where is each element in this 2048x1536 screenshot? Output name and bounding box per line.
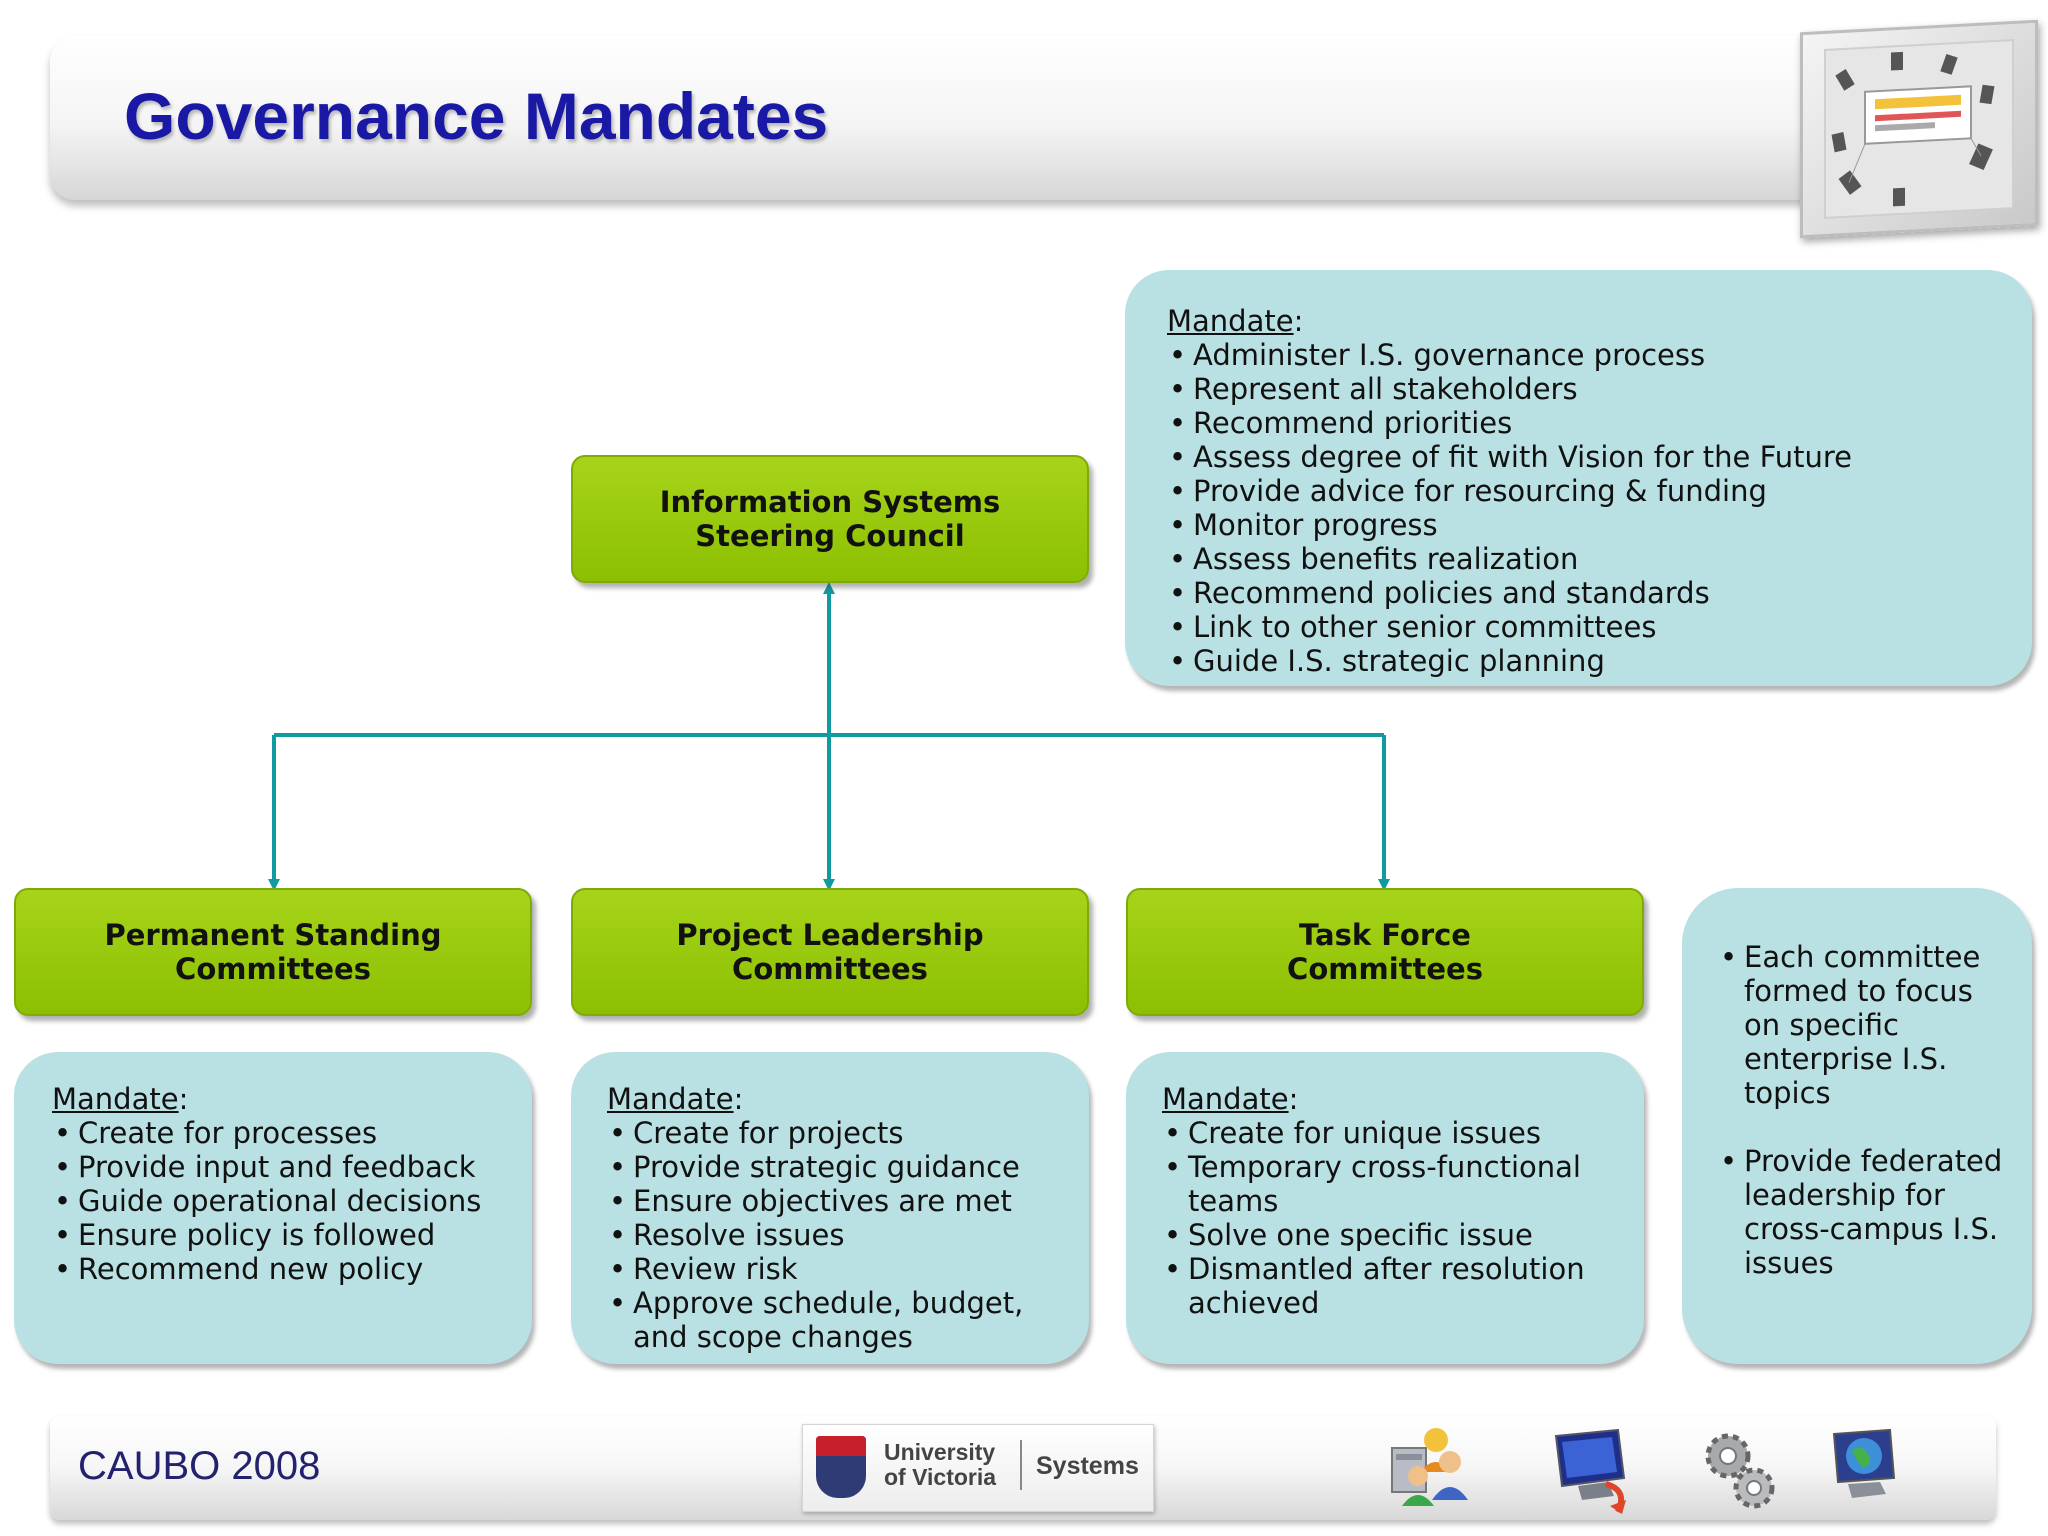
list-item: Resolve issues: [607, 1218, 1059, 1252]
mandate-label: Mandate: [1167, 304, 1294, 338]
list-item: Assess benefits realization: [1167, 542, 2032, 576]
list-item: Provide advice for resourcing & funding: [1167, 474, 2032, 508]
list-item: Approve schedule, budget, and scope chan…: [607, 1286, 1059, 1354]
department-name: Systems: [1036, 1452, 1139, 1480]
list-item: Create for unique issues: [1162, 1116, 1604, 1150]
list-item: Provide input and feedback: [52, 1150, 532, 1184]
gears-icon: [1696, 1426, 1786, 1516]
project-committees-box: Project Leadership Committees: [571, 888, 1089, 1016]
list-item: Solve one specific issue: [1162, 1218, 1604, 1252]
list-item: Recommend priorities: [1167, 406, 2032, 440]
list-item: Create for processes: [52, 1116, 532, 1150]
mandate-label: Mandate: [1162, 1082, 1289, 1116]
permanent-committees-box: Permanent Standing Committees: [14, 888, 532, 1016]
list-item: Ensure policy is followed: [52, 1218, 532, 1252]
list-item: Administer I.S. governance process: [1167, 338, 2032, 372]
mandate-label: Mandate: [607, 1082, 734, 1116]
list-item: Recommend policies and standards: [1167, 576, 2032, 610]
committee-name: Permanent Standing Committees: [104, 918, 442, 986]
list-item: Guide operational decisions: [52, 1184, 532, 1218]
logo-divider: [1020, 1440, 1022, 1490]
taskforce-committees-box: Task Force Committees: [1126, 888, 1644, 1016]
council-mandate-box: Mandate: Administer I.S. governance proc…: [1125, 270, 2032, 686]
page-title: Governance Mandates: [124, 79, 829, 153]
council-name: Information Systems Steering Council: [659, 485, 1001, 553]
list-item: Ensure objectives are met: [607, 1184, 1059, 1218]
list-item: Link to other senior committees: [1167, 610, 2032, 644]
list-item: Temporary cross-functional teams: [1162, 1150, 1604, 1218]
committee-notes-box: Each committee formed to focus on specif…: [1682, 888, 2032, 1364]
committee-name: Project Leadership Committees: [676, 918, 984, 986]
computer-globe-icon: [1824, 1422, 1914, 1512]
header-banner: [50, 36, 1830, 200]
council-box: Information Systems Steering Council: [571, 455, 1089, 583]
footer-event-label: CAUBO 2008: [78, 1444, 321, 1488]
list-item: Dismantled after resolution achieved: [1162, 1252, 1604, 1320]
university-name-line2: of Victoria: [884, 1464, 997, 1490]
university-shield-band: [816, 1436, 866, 1456]
monitor-icon: [1548, 1426, 1638, 1516]
corkboard-graphic: [1800, 19, 2038, 239]
university-name-line1: University: [884, 1439, 996, 1465]
taskforce-mandate-box: Mandate: Create for unique issues Tempor…: [1126, 1052, 1644, 1364]
list-item: Review risk: [607, 1252, 1059, 1286]
people-icon: [1384, 1418, 1474, 1508]
list-item: Assess degree of fit with Vision for the…: [1167, 440, 2032, 474]
university-name: University of Victoria: [884, 1440, 996, 1490]
list-item: Represent all stakeholders: [1167, 372, 2032, 406]
list-item: Create for projects: [607, 1116, 1059, 1150]
committee-name: Task Force Committees: [1287, 918, 1483, 986]
list-item: Guide I.S. strategic planning: [1167, 644, 2032, 678]
list-item: Each committee formed to focus on specif…: [1718, 940, 2008, 1110]
permanent-mandate-box: Mandate: Create for processes Provide in…: [14, 1052, 532, 1364]
list-item: Monitor progress: [1167, 508, 2032, 542]
list-item: Recommend new policy: [52, 1252, 532, 1286]
project-mandate-box: Mandate: Create for projects Provide str…: [571, 1052, 1089, 1364]
list-item: Provide federated leadership for cross-c…: [1718, 1144, 2008, 1280]
list-item: Provide strategic guidance: [607, 1150, 1059, 1184]
mandate-label: Mandate: [52, 1082, 179, 1116]
